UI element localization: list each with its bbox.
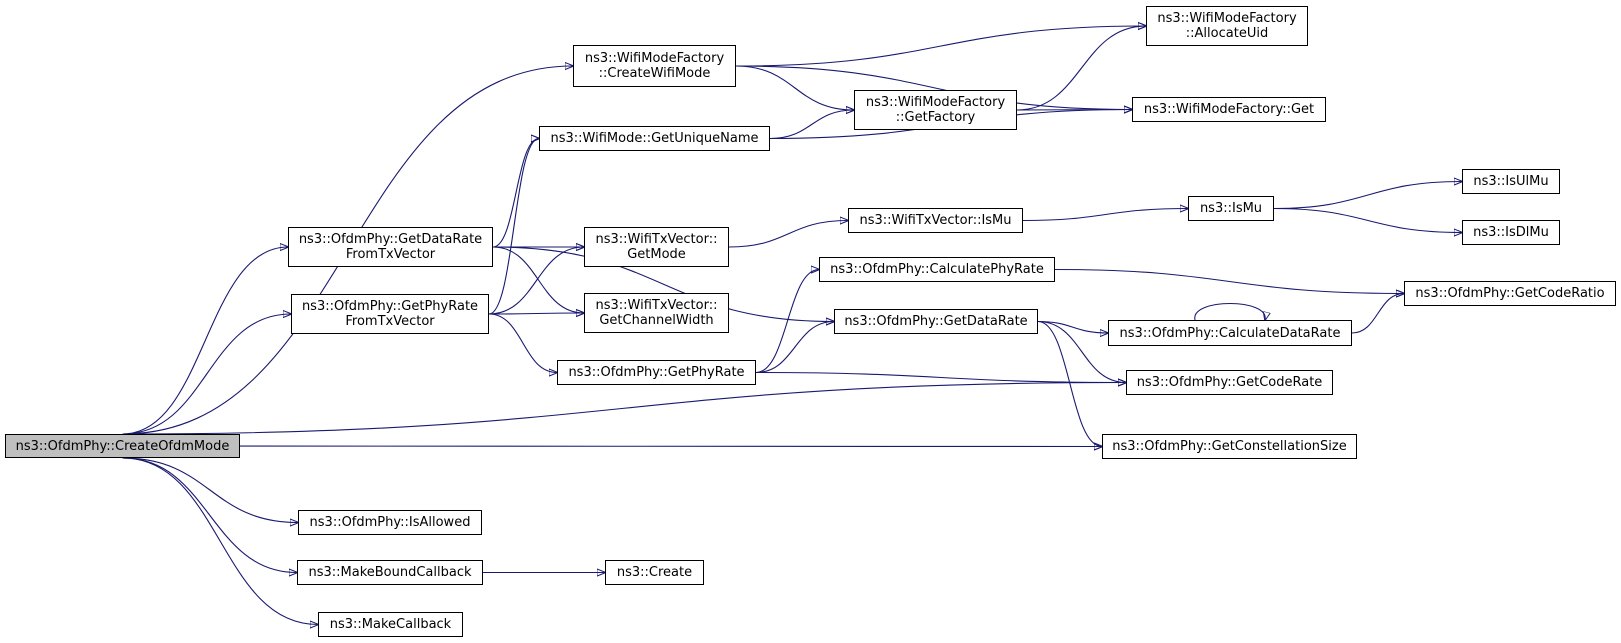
edge-is_mu-to-is_ul_mu <box>1273 182 1462 210</box>
edge-get_data_rate_from_tx-to-get_unique_name <box>492 139 539 248</box>
node-label-line: ns3::WifiModeFactory <box>1157 11 1297 26</box>
edge-get_phy_rate_from_tx-to-get_channel_width <box>488 313 584 314</box>
node-get-constellation-size[interactable]: ns3::OfdmPhy::GetConstellationSize <box>1102 434 1357 459</box>
node-label-line: ns3::IsDlMu <box>1473 225 1549 240</box>
node-create[interactable]: ns3::Create <box>605 560 704 585</box>
node-is-ul-mu[interactable]: ns3::IsUlMu <box>1462 169 1560 194</box>
edge-create_ofdm_mode-to-get_data_rate_from_tx <box>122 247 289 435</box>
node-get-phy-rate[interactable]: ns3::OfdmPhy::GetPhyRate <box>557 360 756 385</box>
edge-get_unique_name-to-get_factory <box>769 110 854 140</box>
node-label-line: GetChannelWidth <box>599 313 714 328</box>
edge-create_wifi_mode-to-factory_get <box>735 65 1132 110</box>
node-label-line: ns3::OfdmPhy::IsAllowed <box>309 515 471 530</box>
node-label-line: ns3::WifiTxVector:: <box>595 298 718 313</box>
edge-calculate_data_rate-to-get_code_ratio <box>1351 294 1404 334</box>
edge-create_ofdm_mode-to-is_allowed <box>122 457 299 523</box>
node-label-line: ns3::OfdmPhy::GetConstellationSize <box>1112 439 1347 454</box>
node-create-ofdm-mode[interactable]: ns3::OfdmPhy::CreateOfdmMode <box>5 434 240 458</box>
node-label-line: ns3::OfdmPhy::CalculatePhyRate <box>830 262 1044 277</box>
node-get-data-rate[interactable]: ns3::OfdmPhy::GetDataRate <box>834 309 1038 334</box>
node-label-line: ns3::WifiTxVector::IsMu <box>859 213 1012 228</box>
node-label-line: ns3::WifiMode::GetUniqueName <box>550 131 759 146</box>
node-get-unique-name[interactable]: ns3::WifiMode::GetUniqueName <box>539 126 770 151</box>
node-label-line: ns3::OfdmPhy::CreateOfdmMode <box>15 438 230 454</box>
node-label-line: ns3::WifiTxVector:: <box>595 232 718 247</box>
node-get-mode[interactable]: ns3::WifiTxVector::GetMode <box>584 227 729 267</box>
node-label-line: ns3::IsUlMu <box>1473 174 1549 189</box>
edge-calculate_phy_rate-to-get_code_ratio <box>1054 268 1404 294</box>
edge-get_phy_rate-to-get_code_rate <box>755 371 1126 383</box>
edge-get_factory-to-allocate_uid <box>1016 26 1146 111</box>
node-allocate-uid[interactable]: ns3::WifiModeFactory::AllocateUid <box>1146 6 1308 46</box>
node-label-line: GetMode <box>627 247 686 262</box>
node-label-line: FromTxVector <box>345 314 435 329</box>
edge-get_phy_rate-to-get_data_rate <box>755 322 834 374</box>
node-make-bound-callback[interactable]: ns3::MakeBoundCallback <box>297 560 483 585</box>
edge-create_ofdm_mode-to-make_callback <box>122 457 319 625</box>
edge-create_ofdm_mode-to-make_bound_callback <box>122 457 298 573</box>
node-label-line: ns3::OfdmPhy::GetPhyRate <box>568 365 745 380</box>
node-label-line: ::GetFactory <box>895 110 976 125</box>
edge-create_wifi_mode-to-allocate_uid <box>735 26 1146 67</box>
node-label-line: ns3::IsMu <box>1199 201 1263 216</box>
node-get-channel-width[interactable]: ns3::WifiTxVector::GetChannelWidth <box>584 293 729 333</box>
edge-get_phy_rate_from_tx-to-get_phy_rate <box>488 313 557 373</box>
edge-tx_is_mu-to-is_mu <box>1022 209 1188 222</box>
node-is-allowed[interactable]: ns3::OfdmPhy::IsAllowed <box>298 510 482 535</box>
node-label-line: FromTxVector <box>345 247 436 262</box>
node-label-line: ::AllocateUid <box>1185 26 1269 41</box>
node-create-wifi-mode[interactable]: ns3::WifiModeFactory::CreateWifiMode <box>573 45 736 87</box>
node-label-line: ns3::OfdmPhy::GetCodeRate <box>1136 375 1323 390</box>
edge-get_phy_rate-to-calculate_phy_rate <box>755 270 819 374</box>
node-label-line: ns3::OfdmPhy::GetDataRate <box>298 232 483 247</box>
node-label-line: ::CreateWifiMode <box>598 66 711 81</box>
edge-get_data_rate_from_tx-to-get_data_rate <box>492 246 834 322</box>
edge-create_ofdm_mode-to-get_constellation_size <box>122 446 1103 447</box>
node-label-line: ns3::OfdmPhy::GetPhyRate <box>301 299 479 314</box>
edge-create_wifi_mode-to-get_factory <box>735 65 854 110</box>
node-label-line: ns3::OfdmPhy::GetCodeRatio <box>1415 286 1605 301</box>
node-is-mu[interactable]: ns3::IsMu <box>1188 196 1274 221</box>
edge-get_phy_rate_from_tx-to-get_unique_name <box>488 139 539 315</box>
node-factory-get[interactable]: ns3::WifiModeFactory::Get <box>1132 97 1326 122</box>
node-is-dl-mu[interactable]: ns3::IsDlMu <box>1462 220 1560 245</box>
edge-is_mu-to-is_dl_mu <box>1273 207 1462 233</box>
node-label-line: ns3::OfdmPhy::GetDataRate <box>844 314 1028 329</box>
edge-create_ofdm_mode-to-get_code_rate <box>122 383 1127 435</box>
edge-get_data_rate-to-get_constellation_size <box>1037 320 1102 447</box>
node-label-line: ns3::MakeBoundCallback <box>308 565 472 580</box>
edge-get_mode-to-tx_is_mu <box>728 221 848 248</box>
node-label-line: ns3::Create <box>616 565 693 580</box>
node-label-line: ns3::WifiModeFactory <box>584 51 725 66</box>
node-get-code-rate[interactable]: ns3::OfdmPhy::GetCodeRate <box>1126 370 1333 395</box>
edge-create_ofdm_mode-to-get_phy_rate_from_tx <box>122 314 292 435</box>
node-calculate-data-rate[interactable]: ns3::OfdmPhy::CalculateDataRate <box>1108 320 1352 346</box>
node-calculate-phy-rate[interactable]: ns3::OfdmPhy::CalculatePhyRate <box>819 257 1055 282</box>
edge-get_phy_rate_from_tx-to-get_mode <box>488 247 584 315</box>
node-label-line: ns3::OfdmPhy::CalculateDataRate <box>1119 325 1341 341</box>
edge-calculate_data_rate-to-calculate_data_rate <box>1194 302 1265 321</box>
edge-get_data_rate-to-calculate_data_rate <box>1037 320 1108 334</box>
node-label-line: ns3::WifiModeFactory::Get <box>1143 102 1315 117</box>
node-label-line: ns3::MakeCallback <box>329 617 452 632</box>
edge-get_data_rate-to-get_code_rate <box>1037 320 1126 383</box>
node-get-factory[interactable]: ns3::WifiModeFactory::GetFactory <box>854 90 1017 130</box>
node-make-callback[interactable]: ns3::MakeCallback <box>318 612 463 637</box>
node-label-line: ns3::WifiModeFactory <box>865 95 1006 110</box>
edge-get_data_rate_from_tx-to-get_channel_width <box>492 246 584 313</box>
node-tx-is-mu[interactable]: ns3::WifiTxVector::IsMu <box>848 208 1023 233</box>
node-get-code-ratio[interactable]: ns3::OfdmPhy::GetCodeRatio <box>1404 281 1616 306</box>
